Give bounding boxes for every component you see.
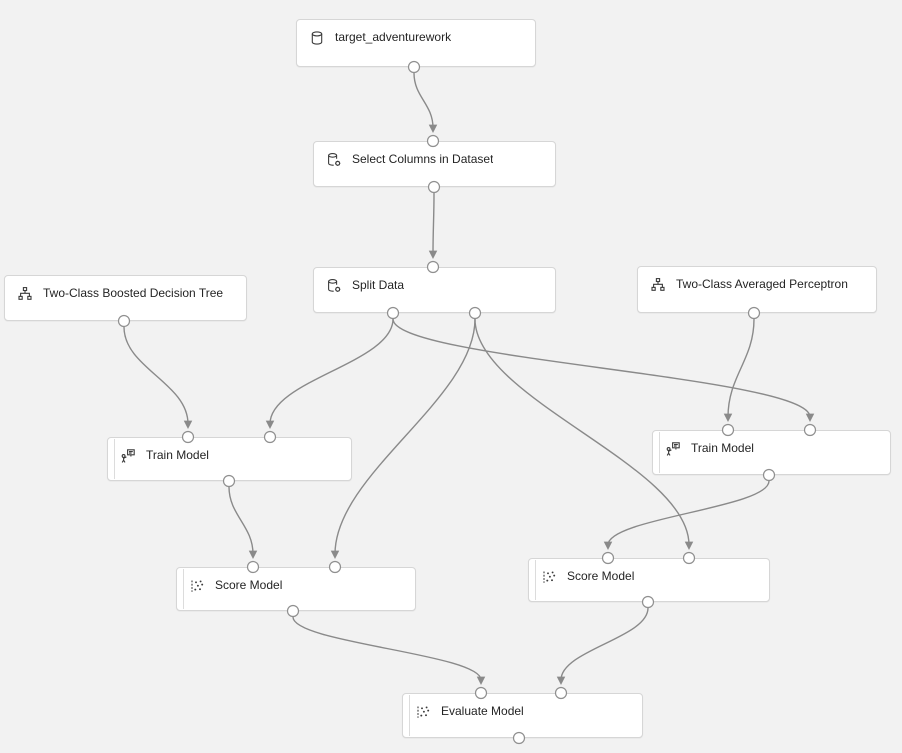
node-label: Two-Class Averaged Perceptron — [676, 277, 848, 291]
node-select-columns[interactable]: Select Columns in Dataset — [313, 141, 556, 187]
node-label: Split Data — [352, 278, 405, 292]
edge-score-model-right-to-evaluate-model[interactable] — [556, 607, 649, 686]
edge-train-model-left-to-score-model-left[interactable] — [228, 486, 258, 560]
edge-train-model-right-to-score-model-right[interactable] — [603, 480, 770, 551]
edge-target-adventurework-to-select-columns[interactable] — [413, 72, 438, 134]
edge-split-data-to-score-model-left[interactable] — [330, 318, 476, 560]
edge-boosted-decision-tree-to-train-model-left[interactable] — [123, 326, 193, 430]
scatter-plot-icon — [415, 704, 431, 720]
node-label: Evaluate Model — [441, 704, 524, 718]
node-train-model-left[interactable]: Train Model — [107, 437, 352, 481]
node-averaged-perceptron[interactable]: Two-Class Averaged Perceptron — [637, 266, 877, 313]
node-target-adventurework[interactable]: target_adventurework — [296, 19, 536, 67]
node-train-model-right[interactable]: Train Model — [652, 430, 891, 475]
edge-split-data-to-train-model-right[interactable] — [392, 318, 815, 423]
edge-score-model-left-to-evaluate-model[interactable] — [292, 616, 486, 686]
edge-averaged-perceptron-to-train-model-right[interactable] — [723, 318, 755, 423]
node-label: Select Columns in Dataset — [352, 152, 494, 166]
database-gear-icon — [326, 278, 342, 294]
node-label: Score Model — [215, 578, 283, 592]
node-label: Train Model — [146, 448, 209, 462]
node-label: Score Model — [567, 569, 635, 583]
database-gear-icon — [326, 152, 342, 168]
node-score-model-right[interactable]: Score Model — [528, 558, 770, 602]
node-label: Train Model — [691, 441, 754, 455]
database-icon — [309, 30, 325, 46]
node-label: Two-Class Boosted Decision Tree — [43, 286, 224, 300]
train-model-icon — [120, 448, 136, 464]
node-label: target_adventurework — [335, 30, 452, 44]
hierarchy-icon — [650, 277, 666, 293]
node-boosted-decision-tree[interactable]: Two-Class Boosted Decision Tree — [4, 275, 247, 321]
node-split-data[interactable]: Split Data — [313, 267, 556, 313]
node-evaluate-model[interactable]: Evaluate Model — [402, 693, 643, 738]
scatter-plot-icon — [541, 569, 557, 585]
edge-select-columns-to-split-data[interactable] — [428, 192, 438, 260]
scatter-plot-icon — [189, 578, 205, 594]
edge-split-data-to-train-model-left[interactable] — [265, 318, 394, 430]
train-model-icon — [665, 441, 681, 457]
node-score-model-left[interactable]: Score Model — [176, 567, 416, 611]
hierarchy-icon — [17, 286, 33, 302]
